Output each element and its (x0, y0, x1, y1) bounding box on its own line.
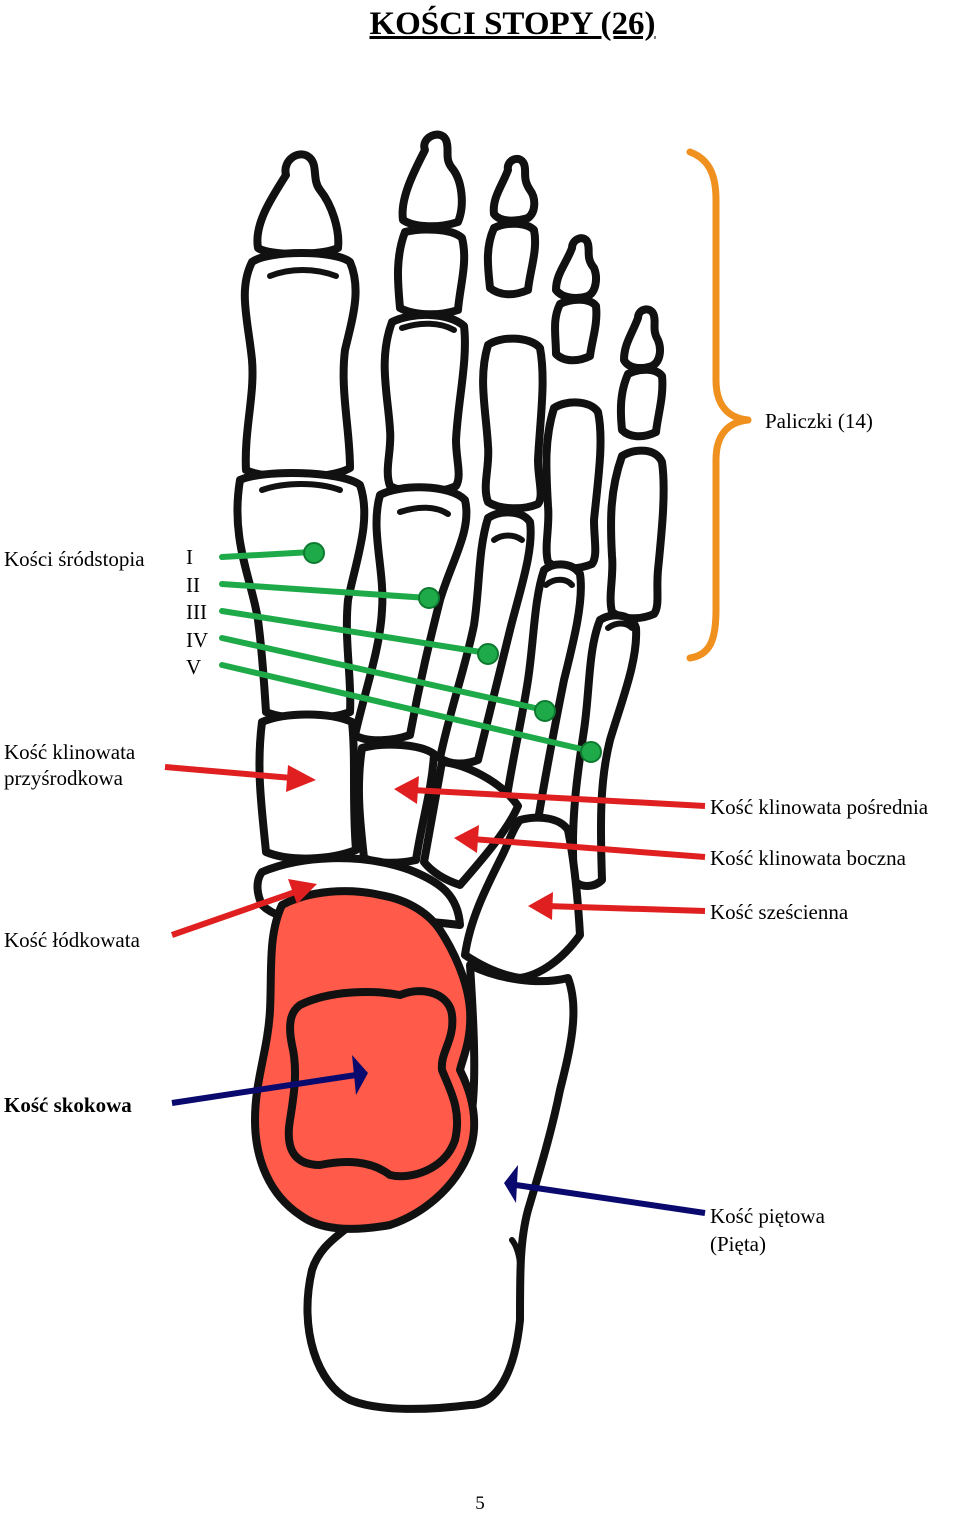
metatarsal-number-1: I (186, 545, 193, 569)
metatarsal-number-5: V (186, 655, 202, 679)
talus-outer-outline (251, 887, 479, 1233)
toe2-proximal-phalanx (380, 310, 469, 496)
arrowhead-lateral-cuneiform (454, 825, 479, 853)
talus-inner-outline (284, 987, 462, 1181)
label-phalanges: Paliczki (14) (765, 409, 873, 433)
pointer-dot-metatarsal-5 (580, 741, 602, 763)
toe4-proximal-phalanx (542, 398, 605, 573)
toe5-middle-phalanx (616, 365, 667, 441)
metatarsal-number-4: IV (186, 627, 209, 652)
intermediate-cuneiform-bone (354, 740, 438, 867)
metatarsal-number-2: II (186, 572, 200, 597)
toe5-proximal-phalanx (606, 446, 668, 623)
toe3-proximal-phalanx (479, 334, 547, 513)
label-calcaneus-line2: (Pięta) (710, 1232, 766, 1256)
label-talus: Kość skokowa (4, 1093, 132, 1117)
toe4-middle-phalanx (551, 295, 601, 365)
big-toe-proximal-phalanx (240, 249, 360, 482)
metatarsal-3 (436, 508, 535, 768)
toe5-distal-phalanx (620, 305, 664, 372)
pointer-dot-metatarsal-3 (477, 643, 499, 665)
pointer-dot-metatarsal-2 (418, 587, 440, 609)
arrowhead-medial-cuneiform (286, 765, 316, 792)
arrowhead-calcaneus (504, 1165, 518, 1203)
arrowhead-navicular (288, 879, 317, 904)
toe2-middle-phalanx (393, 225, 469, 319)
label-lateral-cuneiform: Kość klinowata boczna (710, 846, 906, 870)
arrowhead-intermediate-cuneiform (394, 776, 419, 804)
label-metatarsals: Kości śródstopia (4, 547, 145, 571)
toe3-middle-phalanx (483, 219, 540, 299)
arrowhead-cuboid (528, 892, 553, 920)
metatarsal-1 (233, 469, 369, 722)
metatarsal-number-list: I II III IV V (186, 544, 208, 682)
label-medial-cuneiform-line1: Kość klinowata (4, 740, 136, 764)
label-calcaneus-line1: Kość piętowa (710, 1204, 825, 1228)
medial-cuneiform-bone (255, 710, 360, 863)
toe4-distal-phalanx (552, 234, 600, 302)
page-number: 5 (475, 1493, 485, 1514)
label-intermediate-cuneiform: Kość klinowata pośrednia (710, 795, 929, 819)
metatarsal-number-3: III (186, 600, 207, 624)
arrowhead-talus (352, 1055, 368, 1095)
pointer-dot-metatarsal-1 (303, 542, 325, 564)
toe3-distal-phalanx (489, 154, 539, 225)
label-medial-cuneiform-line2: przyśrodkowa (4, 766, 123, 790)
toe2-distal-phalanx (398, 130, 466, 231)
label-navicular: Kość łódkowata (4, 928, 140, 952)
page-title: KOŚCI STOPY (26) (369, 6, 656, 42)
pointer-dot-metatarsal-4 (534, 700, 556, 722)
metatarsal-5 (568, 611, 641, 890)
big-toe-distal-phalanx (253, 150, 343, 258)
phalanges-brace (686, 148, 752, 662)
label-cuboid: Kość sześcienna (710, 900, 849, 924)
